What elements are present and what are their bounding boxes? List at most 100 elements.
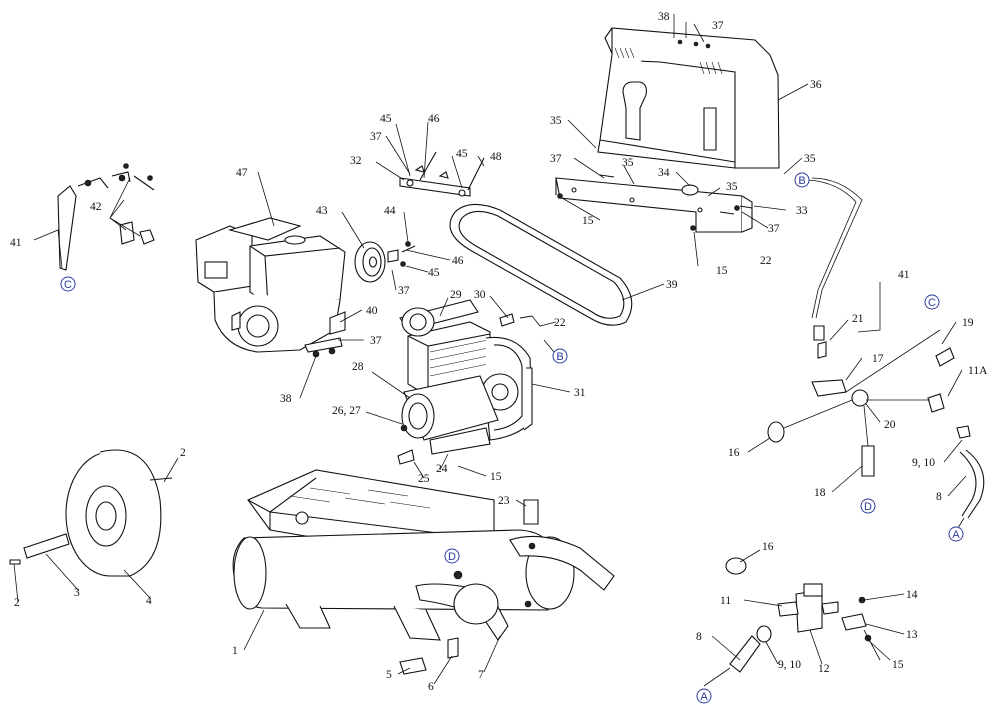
callout-7: 7 — [478, 669, 484, 681]
callout-46a: 46 — [428, 113, 440, 125]
callout-38b: 38 — [280, 393, 292, 405]
guard-bracket — [555, 174, 753, 233]
callout-43: 43 — [316, 205, 328, 217]
callout-45c: 45 — [428, 267, 440, 279]
callout-23: 23 — [498, 495, 510, 507]
callout-1: 1 — [232, 645, 238, 657]
callout-38a: 38 — [658, 11, 670, 23]
callout-34: 34 — [658, 167, 670, 179]
callout-33: 33 — [796, 205, 808, 217]
tension-bracket — [399, 151, 485, 197]
callout-9-10a: 9, 10 — [912, 457, 935, 469]
callout-44: 44 — [384, 205, 396, 217]
callout-8a: 8 — [936, 491, 942, 503]
callout-35b: 35 — [622, 157, 634, 169]
ref-c-manifold: C — [924, 294, 940, 310]
ref-d-tank: D — [444, 548, 460, 564]
callout-37b: 37 — [550, 153, 562, 165]
callout-2a: 2 — [180, 447, 186, 459]
callout-9-10b: 9, 10 — [778, 659, 801, 671]
regulator-assembly — [725, 557, 872, 673]
callout-15c: 15 — [490, 471, 502, 483]
callout-22b: 22 — [760, 255, 772, 267]
manifold-assembly — [767, 325, 985, 519]
callout-37d: 37 — [370, 131, 382, 143]
ref-c-handle: C — [60, 276, 76, 292]
callout-20: 20 — [884, 419, 896, 431]
discharge-tube — [807, 177, 863, 319]
svg-text:B: B — [556, 351, 563, 363]
callout-14: 14 — [906, 589, 918, 601]
connection-references: B C B C D A D A — [60, 172, 964, 704]
air-tanks — [232, 469, 615, 641]
callout-35c: 35 — [726, 181, 738, 193]
svg-text:C: C — [928, 297, 936, 309]
callout-2b: 2 — [14, 597, 20, 609]
callout-8b: 8 — [696, 631, 702, 643]
gas-engine — [195, 217, 346, 358]
callout-29: 29 — [450, 289, 462, 301]
callout-13: 13 — [906, 629, 918, 641]
callout-18: 18 — [814, 487, 826, 499]
callout-21: 21 — [852, 313, 864, 325]
callout-37c: 37 — [768, 223, 780, 235]
callout-35d: 35 — [804, 153, 816, 165]
ref-a-hose: A — [948, 526, 964, 542]
callout-11b: 11 — [720, 595, 731, 607]
belt-guard — [597, 27, 780, 169]
callout-48: 48 — [490, 151, 502, 163]
callout-6: 6 — [428, 681, 434, 693]
ref-b-guard: B — [794, 172, 810, 188]
compressor-pump — [397, 299, 539, 525]
ref-d-manifold: D — [860, 498, 876, 514]
callout-30: 30 — [474, 289, 486, 301]
callout-42: 42 — [90, 201, 102, 213]
svg-text:C: C — [64, 279, 72, 291]
callout-26-27: 26, 27 — [332, 405, 361, 417]
callout-32: 32 — [350, 155, 362, 167]
callout-19: 19 — [962, 317, 974, 329]
callout-15a: 15 — [582, 215, 594, 227]
callout-25: 25 — [418, 473, 430, 485]
callout-41a: 41 — [10, 237, 22, 249]
svg-text:A: A — [952, 529, 960, 541]
svg-text:B: B — [798, 175, 805, 187]
callout-11A: 11A — [968, 365, 988, 377]
callout-16a: 16 — [728, 447, 740, 459]
callout-3: 3 — [74, 587, 80, 599]
callout-5: 5 — [386, 669, 392, 681]
callout-37f: 37 — [370, 335, 382, 347]
engine-pulley — [354, 241, 416, 283]
handle-and-filter — [57, 163, 155, 271]
callout-24: 24 — [436, 463, 448, 475]
callout-47: 47 — [236, 167, 248, 179]
svg-text:D: D — [448, 551, 456, 563]
callout-22a: 22 — [554, 317, 566, 329]
callout-45a: 45 — [380, 113, 392, 125]
callout-12: 12 — [818, 663, 830, 675]
callout-40: 40 — [366, 305, 378, 317]
callout-36: 36 — [810, 79, 822, 91]
callout-28: 28 — [352, 361, 364, 373]
callout-37e: 37 — [398, 285, 410, 297]
wheel-assembly — [9, 449, 173, 577]
callout-15b: 15 — [716, 265, 728, 277]
callout-4: 4 — [146, 595, 152, 607]
drive-belt — [449, 203, 633, 326]
callout-16b: 16 — [762, 541, 774, 553]
ref-b-pump: B — [552, 348, 568, 364]
ref-a-regulator: A — [696, 688, 712, 704]
callout-37a: 37 — [712, 20, 724, 32]
callout-41b: 41 — [898, 269, 910, 281]
callout-45b: 45 — [456, 148, 468, 160]
svg-text:A: A — [700, 691, 708, 703]
callout-15d: 15 — [892, 659, 904, 671]
leader-lines — [13, 14, 967, 687]
callout-46b: 46 — [452, 255, 464, 267]
svg-text:D: D — [864, 501, 872, 513]
callout-39: 39 — [666, 279, 678, 291]
callout-35a: 35 — [550, 115, 562, 127]
callout-17: 17 — [872, 353, 884, 365]
